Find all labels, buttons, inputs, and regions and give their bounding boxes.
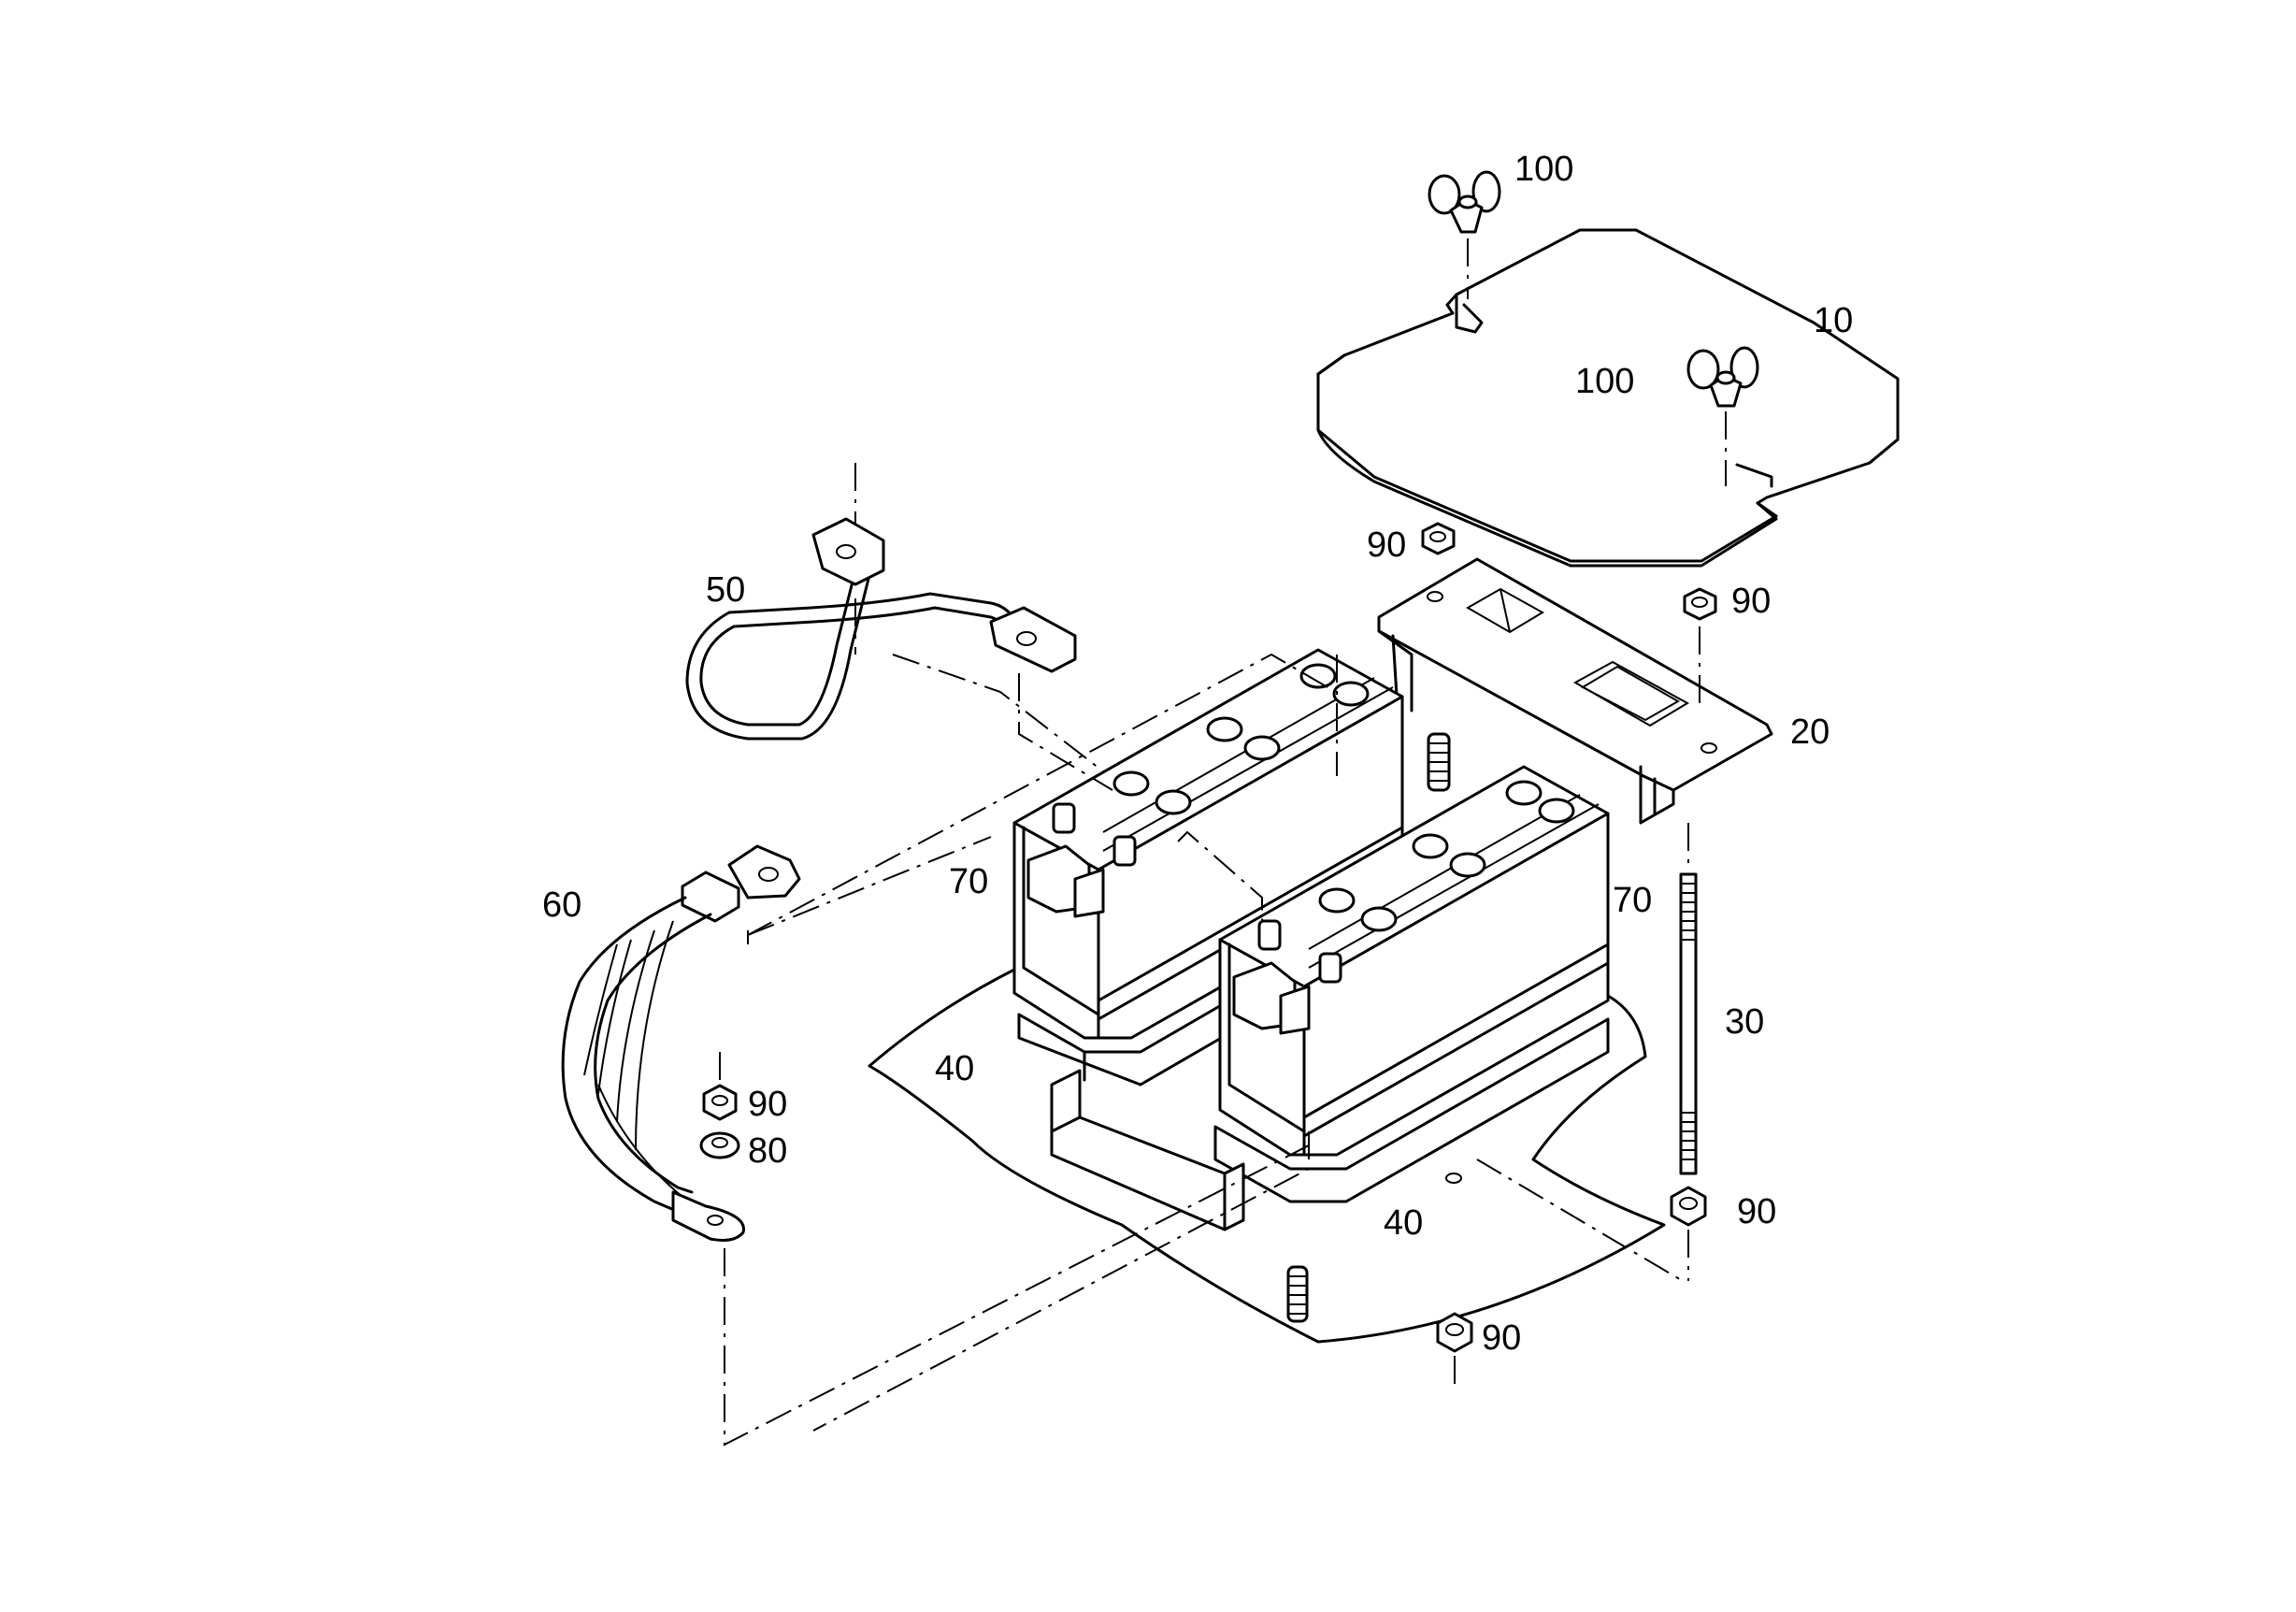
nut-90-top-left (1421, 522, 1456, 555)
callout-100-top: 100 (1514, 150, 1573, 189)
stud-bottom (1286, 1265, 1309, 1323)
battery-right (1213, 765, 1610, 1203)
callouts: 100 10 100 90 90 50 20 70 70 60 30 40 90… (542, 150, 1853, 1358)
cover-plate (1316, 228, 1900, 568)
nut-90-bottom-right (1670, 1186, 1707, 1281)
threaded-stud (1679, 823, 1698, 1175)
callout-10: 10 (1814, 301, 1853, 340)
base-hole (1445, 1173, 1462, 1184)
mounting-bracket (1377, 557, 1773, 825)
callout-40-left: 40 (935, 1049, 974, 1088)
nut-90-bottom (1436, 1312, 1473, 1384)
callout-90-left: 90 (748, 1085, 787, 1124)
battery-connector-cable (685, 463, 1113, 791)
callout-70-right: 70 (1613, 881, 1652, 920)
callout-20: 20 (1790, 712, 1830, 752)
ground-strap (561, 836, 1310, 1446)
angle-bracket (1050, 1069, 1245, 1231)
callout-70-left: 70 (949, 862, 988, 901)
assembly-lines (747, 653, 1684, 1432)
callout-90-upper-left: 90 (1367, 525, 1406, 565)
callout-60: 60 (542, 885, 581, 925)
callout-50: 50 (706, 570, 745, 610)
stud-rear (1427, 732, 1451, 792)
wing-nut-top (1428, 170, 1501, 299)
nut-90-top-right (1683, 587, 1717, 711)
battery-right-cell-caps (1318, 780, 1575, 932)
callout-40-right: 40 (1384, 1203, 1423, 1243)
callout-80: 80 (748, 1131, 787, 1171)
battery-left (1012, 648, 1404, 1087)
base-plate (868, 968, 1666, 1344)
wing-nut-right (1686, 346, 1759, 486)
washer-80 (699, 1131, 740, 1159)
callout-100-right: 100 (1575, 362, 1634, 401)
callout-90-right: 90 (1737, 1192, 1776, 1231)
callout-90-upper-right: 90 (1731, 582, 1771, 621)
battery-left-cell-caps (1112, 663, 1370, 815)
callout-30: 30 (1725, 1002, 1764, 1042)
nut-90-left (702, 1052, 738, 1121)
callout-90-bottom: 90 (1482, 1318, 1521, 1358)
